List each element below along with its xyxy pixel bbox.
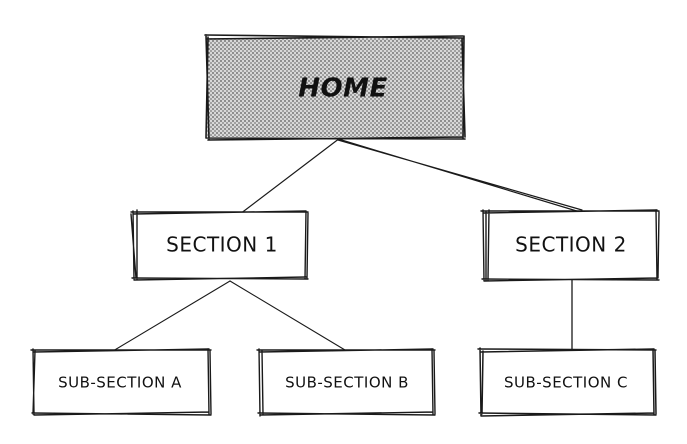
- sub-section-b-box: [260, 350, 433, 414]
- node-sub-section-c[interactable]: SUB-SECTION C: [477, 347, 657, 417]
- section-2-box: [484, 211, 658, 279]
- sub-section-a-border: [30, 348, 212, 416]
- sub-section-c-box: [481, 350, 654, 414]
- section-1-label: SECTION 1: [166, 233, 278, 257]
- home-border: [204, 34, 466, 141]
- sub-section-c-border: [477, 347, 657, 417]
- section-2-border: [480, 209, 660, 282]
- node-home[interactable]: HOME: [204, 34, 466, 141]
- node-sub-section-a[interactable]: SUB-SECTION A: [30, 348, 212, 416]
- node-section-2[interactable]: SECTION 2: [480, 209, 660, 282]
- node-section-1[interactable]: SECTION 1: [130, 209, 309, 281]
- connector-home-section-1: [239, 137, 341, 215]
- connector-section-1-sub-a: [112, 280, 231, 352]
- connectors: [112, 137, 583, 353]
- connector-home-section-2: [334, 137, 583, 213]
- sub-section-c-label: SUB-SECTION C: [504, 374, 628, 392]
- section-1-box: [134, 212, 307, 278]
- home-label: HOME: [298, 74, 388, 104]
- home-box: [207, 38, 464, 137]
- section-2-label: SECTION 2: [515, 233, 627, 257]
- sub-section-a-label: SUB-SECTION A: [58, 374, 182, 392]
- sub-section-b-border: [256, 348, 436, 417]
- node-sub-section-b[interactable]: SUB-SECTION B: [256, 348, 436, 417]
- connector-section-1-sub-b: [229, 280, 346, 351]
- sub-section-b-label: SUB-SECTION B: [285, 374, 409, 392]
- sub-section-a-box: [34, 350, 209, 414]
- section-1-border: [130, 209, 309, 281]
